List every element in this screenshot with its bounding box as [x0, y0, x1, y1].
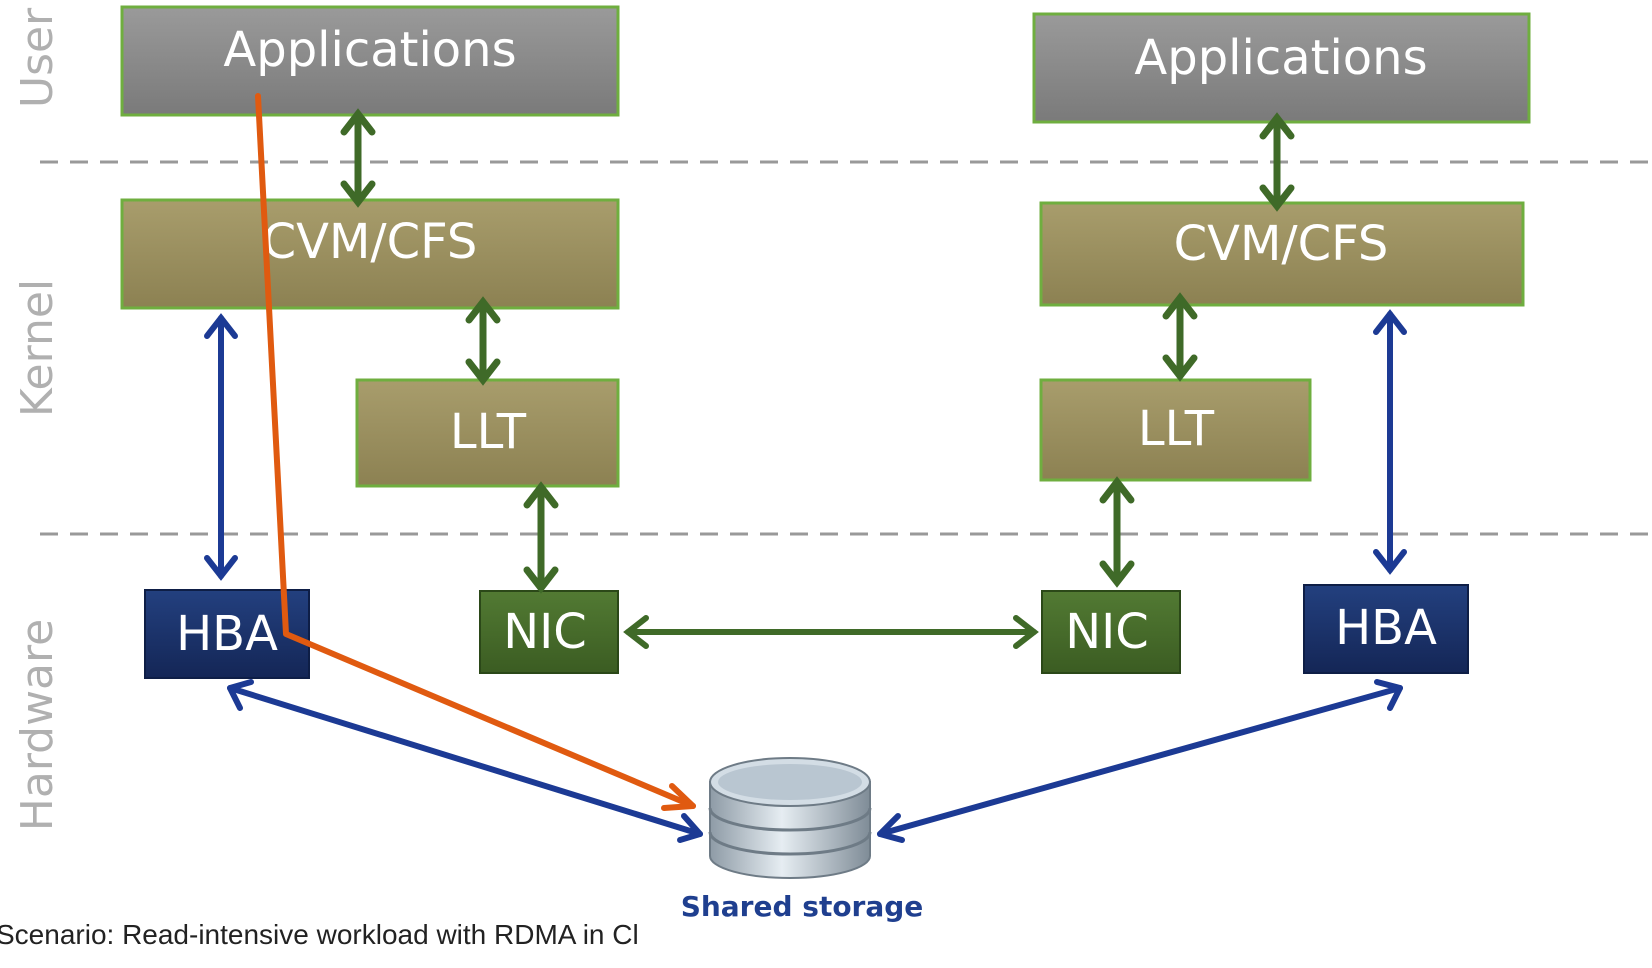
left-llt-label: LLT [450, 404, 527, 460]
arrow-right-cvm-hba [1373, 309, 1407, 575]
left-hba-label: HBA [176, 606, 278, 662]
left-nic-label: NIC [503, 604, 587, 660]
arrow-right-llt-nic [1099, 476, 1135, 588]
left-nic-box: NIC [479, 590, 619, 674]
arrow-left-llt-nic [523, 481, 559, 594]
right-llt-box: LLT [1039, 378, 1312, 482]
right-cvm-cfs-box: CVM/CFS [1039, 201, 1525, 307]
shared-storage-label: Shared storage [681, 890, 924, 923]
shared-storage-database-icon [708, 757, 872, 879]
left-llt-box: LLT [355, 378, 620, 488]
right-cvm-cfs-label: CVM/CFS [1174, 216, 1389, 272]
right-nic-label: NIC [1065, 604, 1149, 660]
footer-scenario-text: Scenario: Read-intensive workload with R… [0, 919, 639, 950]
layer-label-user: User [12, 7, 63, 108]
left-cvm-cfs-label: CVM/CFS [263, 214, 478, 270]
left-applications-label: Applications [223, 22, 516, 78]
layer-label-kernel: Kernel [12, 279, 63, 417]
arrow-right-apps-cvm [1259, 112, 1295, 212]
right-applications-box: Applications [1032, 12, 1531, 124]
right-hba-label: HBA [1335, 600, 1437, 656]
arrow-right-hba-storage [877, 679, 1403, 843]
right-applications-label: Applications [1134, 30, 1427, 86]
left-applications-box: Applications [120, 5, 620, 117]
arrow-left-hba-storage [227, 679, 703, 843]
right-nic-box: NIC [1041, 590, 1181, 674]
arrow-left-cvm-hba [204, 313, 238, 581]
io-path-arrow [255, 93, 696, 811]
arrow-left-cvm-llt [465, 296, 501, 386]
arrow-right-cvm-llt [1162, 292, 1198, 382]
left-cvm-cfs-box: CVM/CFS [120, 198, 620, 310]
arrow-nic-nic [623, 615, 1039, 649]
layer-label-hardware: Hardware [12, 619, 63, 831]
right-llt-label: LLT [1138, 401, 1215, 457]
arrow-left-apps-cvm [340, 108, 376, 208]
left-hba-box: HBA [144, 589, 310, 679]
right-hba-box: HBA [1303, 584, 1469, 674]
